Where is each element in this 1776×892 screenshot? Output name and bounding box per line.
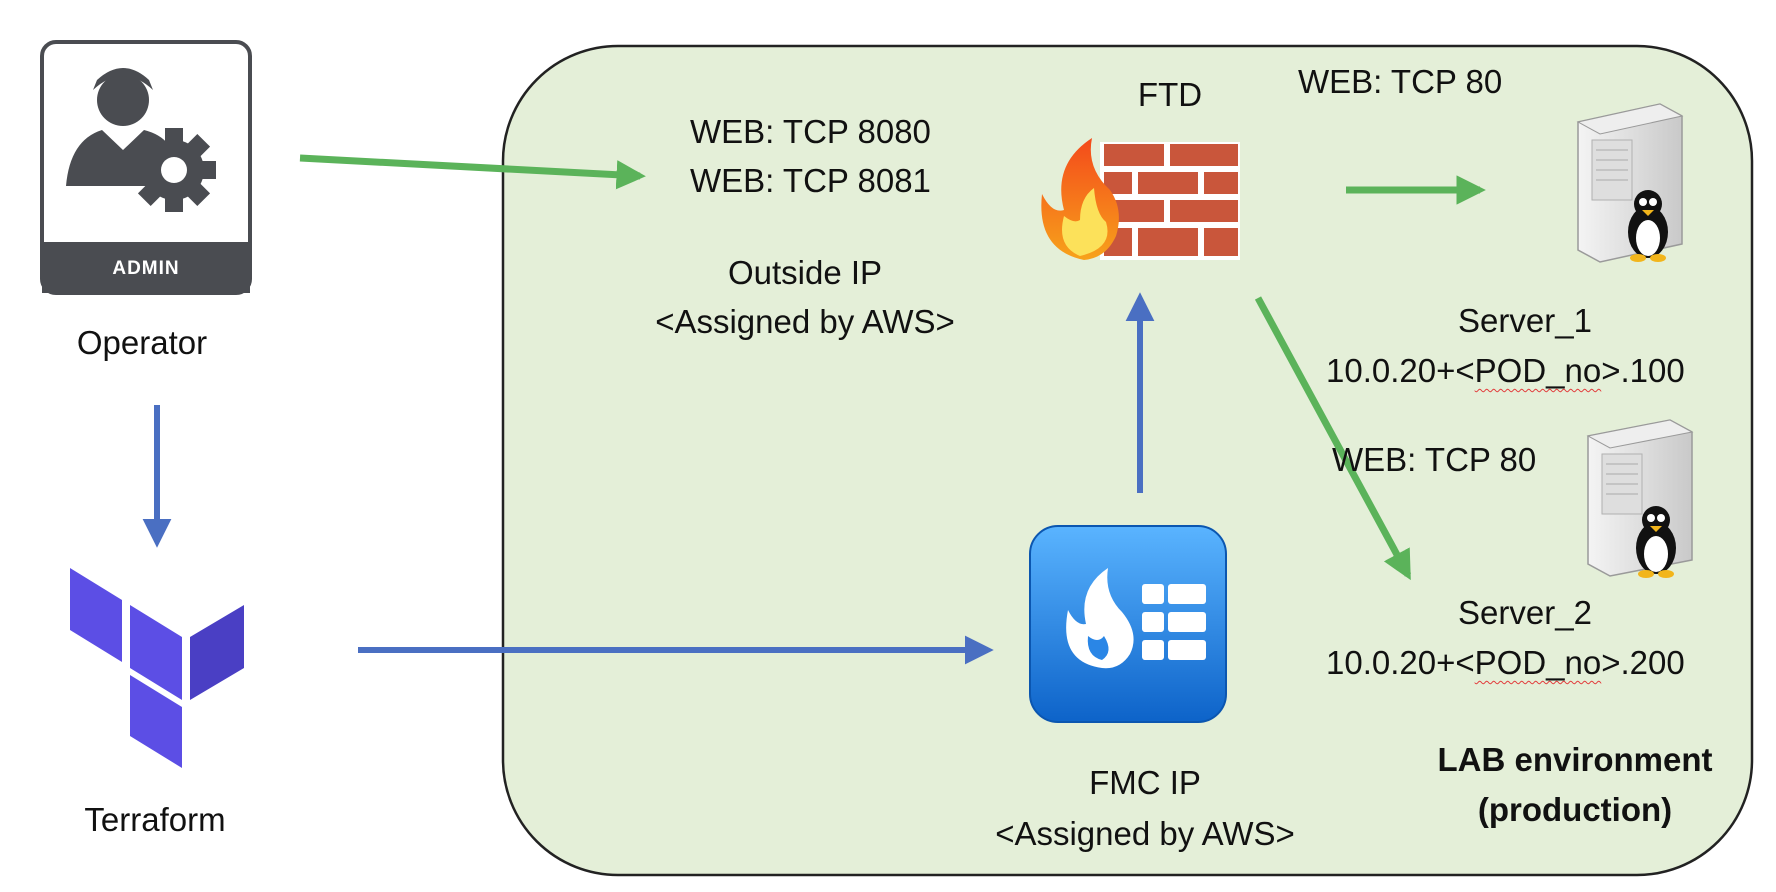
lab-environment-box [501,44,1754,877]
terraform-logo-icon [70,568,244,768]
web-tcp-8080-label: WEB: TCP 8080 [690,113,931,150]
server2-name-label: Server_2 [1458,594,1592,631]
arrow-ftd-to-server2 [1254,296,1412,581]
admin-badge-label: ADMIN [112,258,180,279]
operator-label: Operator [76,324,208,361]
web-tcp-80-server2-label: WEB: TCP 80 [1332,441,1537,478]
linux-server-tower-icon [1576,103,1684,263]
arrow-operator-to-outside [299,154,646,190]
lab-environment-title: LAB environment [1437,741,1713,778]
linux-server-tower-icon [1586,419,1694,578]
lab-environment-subtitle: (production) [1477,791,1673,828]
outside-ip-assigned-label: <Assigned by AWS> [655,303,955,340]
fmc-ip-assigned-label: <Assigned by AWS> [995,815,1295,852]
firewall-brick-wall-flame-icon [1041,138,1240,260]
terraform-label: Terraform [84,801,226,838]
fmc-ip-label: FMC IP [1089,764,1201,801]
web-tcp-8081-label: WEB: TCP 8081 [690,162,931,199]
web-tcp-80-server1-label: WEB: TCP 80 [1298,63,1503,100]
server1-name-label: Server_1 [1458,302,1592,339]
ftd-label: FTD [1137,76,1203,113]
outside-ip-label: Outside IP [727,254,883,291]
fmc-flame-list-app-icon [1029,525,1227,723]
admin-user-gear-icon [40,40,252,295]
server2-ip-label: 10.0.20+<POD_no>.200 [1326,644,1685,681]
server1-ip-label: 10.0.20+<POD_no>.100 [1326,352,1685,389]
